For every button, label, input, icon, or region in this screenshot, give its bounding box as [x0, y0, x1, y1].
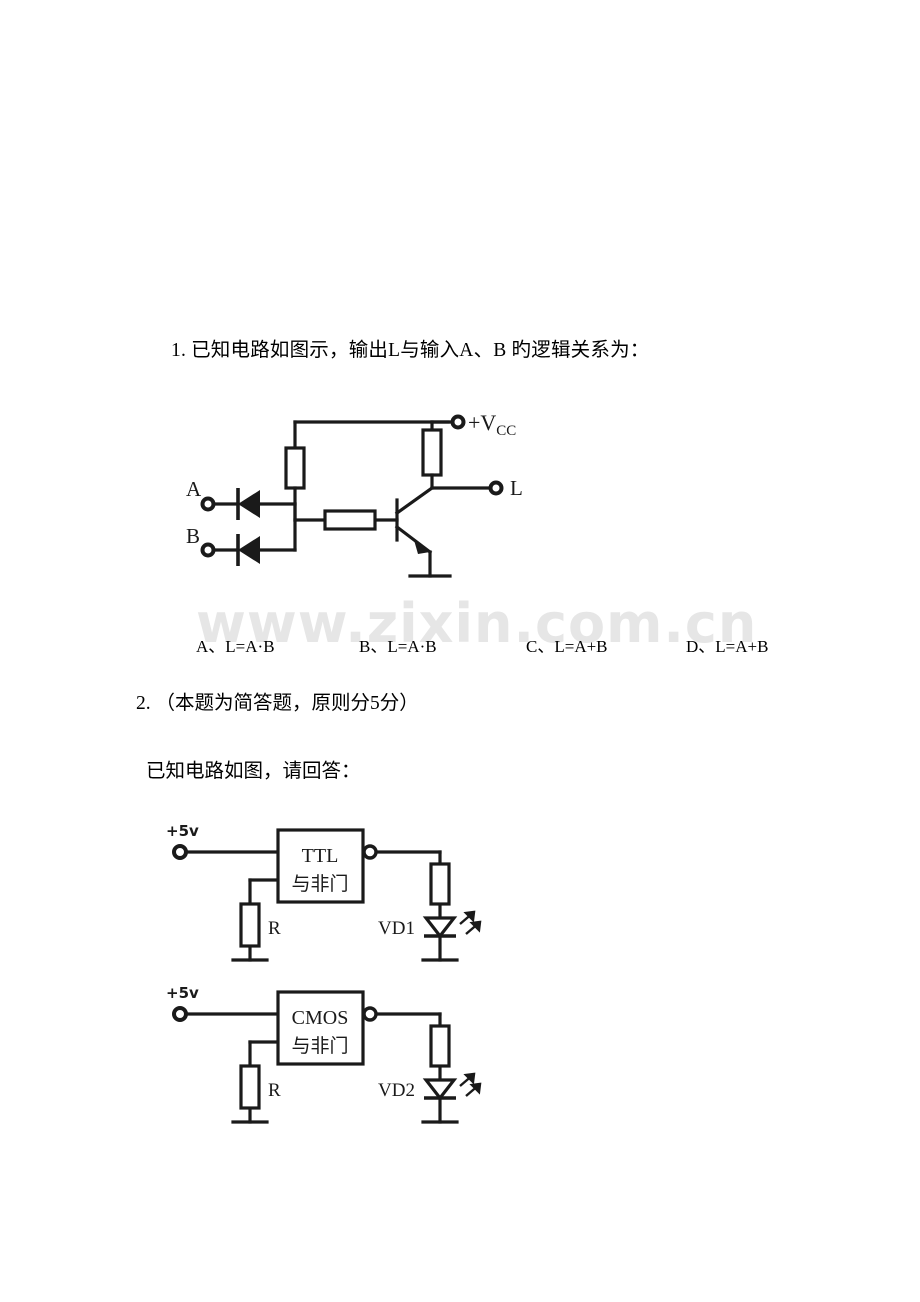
option-c-text: L=A+B: [554, 637, 608, 656]
stage-ttl: +5v TTL 与非门 R VD1: [166, 822, 482, 962]
cmos-series-resistor-body: [429, 1024, 451, 1068]
terminal-vcc: [450, 414, 466, 430]
diode-a: [236, 488, 260, 520]
cmos-gate-label-line2: 与非门: [291, 1035, 348, 1057]
option-b[interactable]: B、L=A·B: [359, 632, 437, 657]
option-a[interactable]: A、L=A·B: [196, 632, 275, 657]
cmos-supply-label: +5v: [166, 984, 199, 1002]
cmos-led-label: VD2: [378, 1080, 415, 1101]
cmos-led-symbol: [422, 1072, 482, 1101]
ttl-resistor-body: [239, 902, 261, 948]
terminal-l: [488, 480, 504, 496]
emitter-arrow: [414, 540, 430, 554]
cmos-gate-label-line1: CMOS: [292, 1007, 349, 1029]
stage-cmos: +5v CMOS 与非门 R VD2: [166, 984, 482, 1124]
option-a-key: A、: [196, 637, 226, 656]
option-a-text: L=A·B: [225, 637, 275, 656]
option-d-text: L=A+B: [715, 637, 769, 656]
terminal-b: [200, 542, 216, 558]
option-c[interactable]: C、L=A+B: [526, 632, 608, 657]
cmos-output-bubble: [362, 1006, 378, 1022]
option-b-text: L=A·B: [387, 637, 437, 656]
cmos-resistor-body: [239, 1064, 261, 1110]
label-input-a: A: [186, 477, 202, 501]
ttl-resistor-label: R: [268, 918, 281, 939]
question-1-figure: A B +VCC L: [160, 400, 560, 600]
option-b-key: B、: [359, 637, 388, 656]
ttl-led-label: VD1: [378, 918, 415, 939]
ttl-gate-label-line1: TTL: [302, 845, 339, 867]
ttl-supply-terminal: [172, 844, 188, 860]
ttl-gate-body: [276, 828, 365, 904]
question-1-stem: 1. 已知电路如图示，输出L与输入A、B 旳逻辑关系为：: [171, 340, 650, 361]
cmos-resistor-label: R: [268, 1080, 281, 1101]
diode-b: [236, 534, 260, 566]
base-resistor: [323, 509, 377, 531]
ttl-gate-label-line2: 与非门: [291, 873, 348, 895]
ttl-supply-label: +5v: [166, 822, 199, 840]
question-2-stem: 2. （本题为简答题，原则分5分）: [136, 693, 419, 714]
option-c-key: C、: [526, 637, 555, 656]
label-input-b: B: [186, 524, 200, 548]
label-vcc: +VCC: [468, 410, 516, 439]
question-2-figure: +5v TTL 与非门 R VD1: [130, 812, 550, 1152]
ttl-led-symbol: [422, 910, 482, 939]
ttl-series-resistor-body: [429, 862, 451, 906]
ttl-output-bubble: [362, 844, 378, 860]
option-d-key: D、: [686, 637, 716, 656]
cmos-gate-body: [276, 990, 365, 1066]
watermark: www.zixin.com.cn: [196, 592, 758, 655]
terminal-a: [200, 496, 216, 512]
cmos-supply-terminal: [172, 1006, 188, 1022]
question-2-prompt: 已知电路如图，请回答：: [146, 761, 361, 782]
option-d[interactable]: D、L=A+B: [686, 632, 768, 657]
label-output-l: L: [510, 476, 523, 500]
